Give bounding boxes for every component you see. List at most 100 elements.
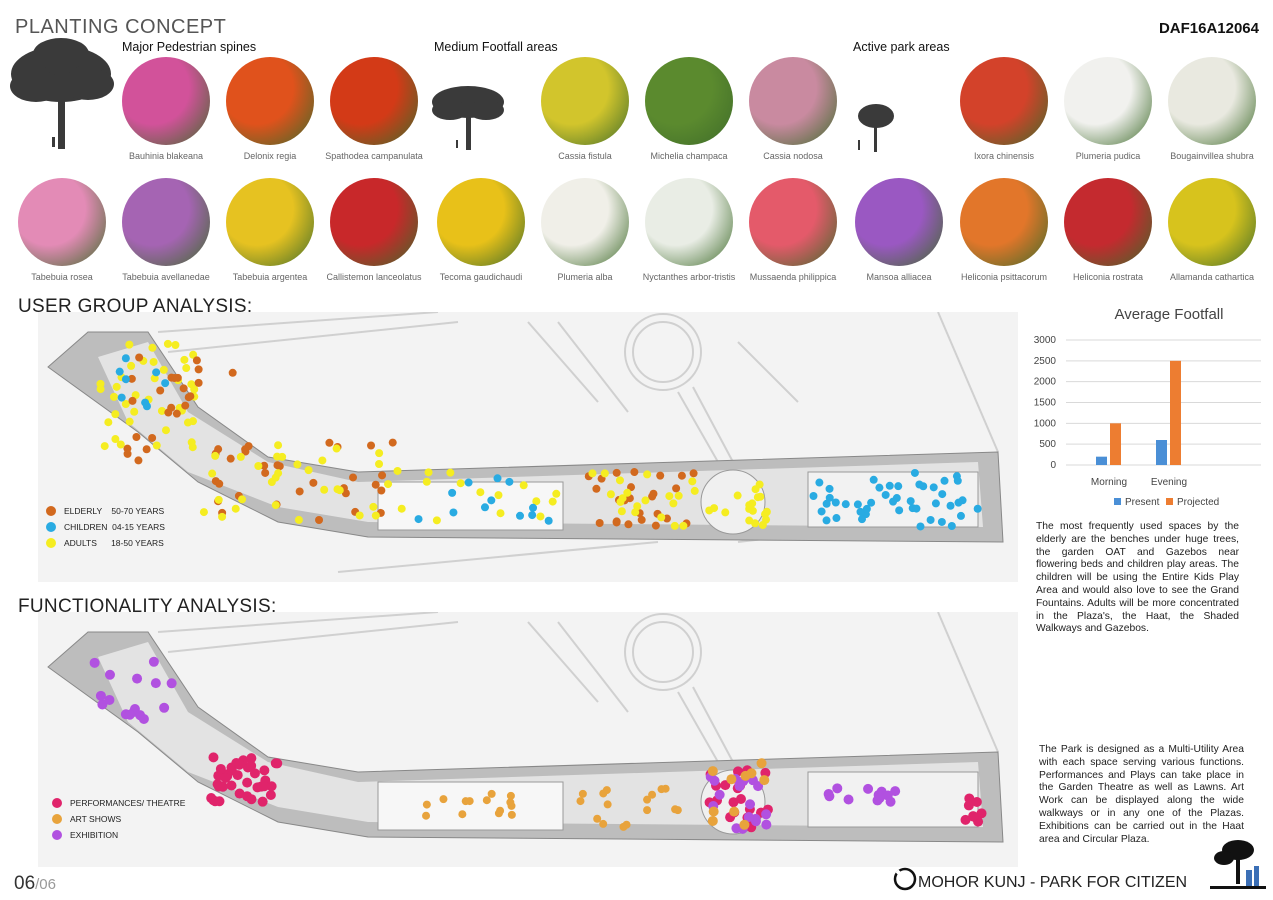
activity-dot [953, 476, 962, 485]
activity-dot [532, 497, 541, 506]
activity-dot [624, 520, 633, 529]
activity-dot [831, 498, 840, 507]
activity-dot [507, 810, 516, 819]
activity-dot [745, 501, 754, 510]
activity-dot [246, 753, 257, 764]
activity-dot [824, 791, 835, 802]
activity-dot [259, 765, 270, 776]
activity-dot [544, 516, 553, 525]
plant-name: Ixora chinensis [973, 151, 1035, 161]
flower-photo-icon [1168, 57, 1256, 145]
activity-dot [960, 814, 971, 825]
activity-dot [496, 509, 505, 518]
activity-dot [487, 789, 496, 798]
activity-dot [657, 513, 666, 522]
legend-label: Projected [1177, 497, 1219, 508]
user-group-map [38, 312, 1018, 582]
activity-dot [759, 775, 770, 786]
activity-dot [875, 483, 884, 492]
activity-dot [179, 384, 188, 393]
activity-dot [111, 410, 120, 419]
activity-dot [199, 508, 208, 517]
legend-label: PERFORMANCES/ THEATRE [70, 798, 186, 808]
plant-allamanda-cathartica: Allamanda cathartica [1162, 178, 1262, 282]
activity-dot [648, 790, 657, 799]
plant-tabebuia-rosea: Tabebuia rosea [12, 178, 112, 282]
y-tick-label: 500 [1039, 439, 1056, 450]
activity-dot [128, 396, 137, 405]
activity-dot [332, 444, 341, 453]
flower-photo-icon [645, 178, 733, 266]
activity-dot [505, 477, 514, 486]
activity-dot [726, 774, 737, 785]
activity-dot [895, 506, 904, 515]
activity-dot [208, 469, 217, 478]
activity-dot [148, 433, 157, 442]
activity-dot [161, 379, 170, 388]
activity-dot [720, 780, 731, 791]
chart-title: Average Footfall [1115, 306, 1224, 323]
activity-dot [318, 456, 327, 465]
legend-swatch [46, 506, 56, 516]
plant-name: Mussaenda philippica [749, 272, 837, 282]
activity-dot [422, 800, 431, 809]
plant-name: Mansoa alliacea [866, 272, 932, 282]
activity-dot [388, 438, 397, 447]
plant-tabebuia-argentea: Tabebuia argentea [220, 178, 320, 282]
activity-dot [220, 772, 231, 783]
project-name: MOHOR KUNJ - PARK FOR CITIZEN [918, 874, 1188, 891]
legend-item: ART SHOWS [52, 814, 185, 824]
activity-dot [186, 392, 195, 401]
y-tick-label: 2500 [1034, 356, 1057, 367]
activity-dot [208, 752, 219, 763]
user-group-description: The most frequently used spaces by the e… [1036, 521, 1239, 635]
legend-item: EXHIBITION [52, 830, 185, 840]
plant-name: Tabebuia rosea [31, 272, 93, 282]
activity-dot [231, 504, 240, 513]
activity-dot [117, 393, 126, 402]
activity-dot [371, 511, 380, 520]
activity-dot [320, 485, 329, 494]
activity-dot [95, 690, 106, 701]
activity-dot [125, 417, 134, 426]
activity-dot [123, 449, 132, 458]
activity-dot [931, 499, 940, 508]
activity-dot [709, 775, 720, 786]
activity-dot [325, 438, 334, 447]
flower-photo-icon [960, 57, 1048, 145]
activity-dot [232, 770, 243, 781]
activity-dot [714, 789, 725, 800]
activity-dot [600, 469, 609, 478]
activity-dot [669, 499, 678, 508]
activity-dot [215, 763, 226, 774]
activity-dot [688, 477, 697, 486]
activity-dot [894, 482, 903, 491]
activity-dot [377, 486, 386, 495]
activity-dot [641, 496, 650, 505]
flower-photo-icon [541, 57, 629, 145]
activity-dot [384, 480, 393, 489]
plant-name: Plumeria pudica [1075, 151, 1141, 161]
activity-dot [180, 355, 189, 364]
flower-photo-icon [1064, 178, 1152, 266]
activity-dot [163, 339, 172, 348]
flower-photo-icon [541, 178, 629, 266]
plant-name: Callistemon lanceolatus [326, 272, 422, 282]
activity-dot [576, 797, 585, 806]
activity-dot [817, 507, 826, 516]
activity-dot [333, 485, 342, 494]
plant-ixora-chinensis: Ixora chinensis [954, 57, 1054, 161]
activity-dot [414, 515, 423, 524]
activity-dot [672, 484, 681, 493]
activity-dot [661, 784, 670, 793]
activity-dot [874, 793, 885, 804]
activity-dot [745, 799, 756, 810]
activity-dot [159, 365, 168, 374]
activity-dot [756, 492, 765, 501]
legend-swatch [52, 830, 62, 840]
activity-dot [832, 514, 841, 523]
activity-dot [393, 466, 402, 475]
flower-photo-icon [18, 178, 106, 266]
activity-dot [748, 506, 757, 515]
activity-dot [756, 758, 767, 769]
